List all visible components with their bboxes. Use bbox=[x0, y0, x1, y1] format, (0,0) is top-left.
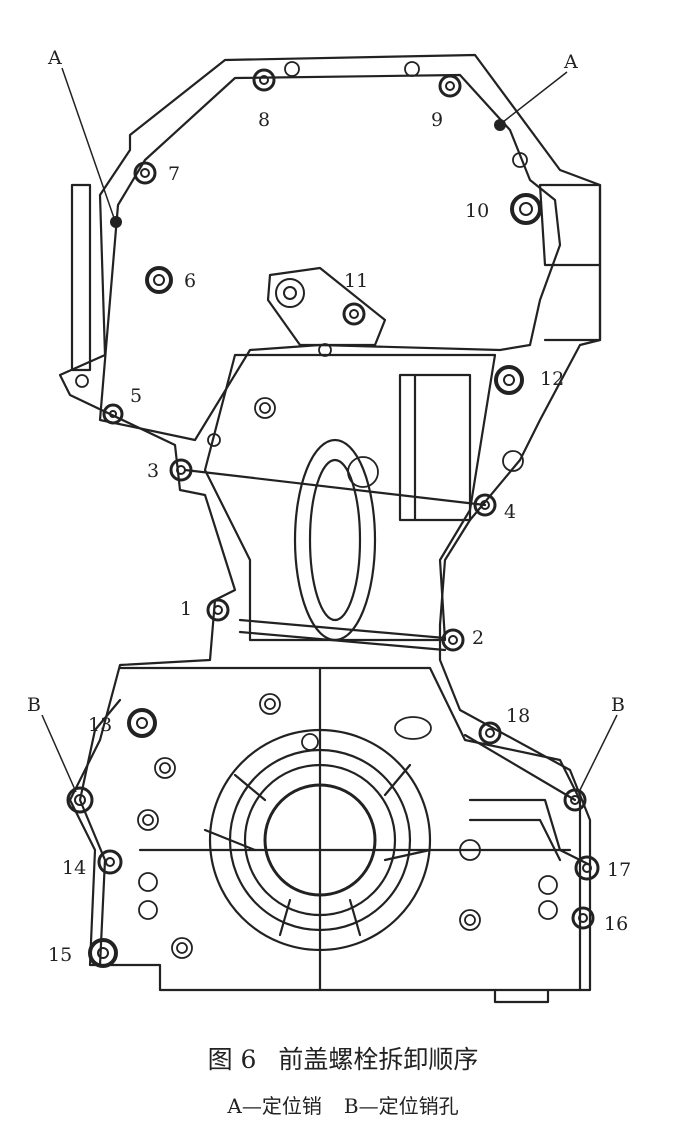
bolt-14 bbox=[97, 849, 123, 875]
bolt-7 bbox=[133, 161, 157, 185]
bolt-label-9: 9 bbox=[431, 109, 443, 131]
leader-b-left bbox=[41, 714, 77, 793]
bolt-label-4: 4 bbox=[504, 501, 516, 523]
legend-b: B—定位销孔 bbox=[343, 1094, 459, 1118]
bolt-6 bbox=[145, 266, 173, 294]
neck-oval-outer bbox=[293, 438, 377, 642]
label-a-left: A bbox=[47, 47, 62, 69]
lower-housing bbox=[118, 666, 582, 992]
lower-flange-left bbox=[78, 698, 122, 967]
bolt-11 bbox=[275, 278, 366, 326]
bolt-label-17: 17 bbox=[607, 859, 631, 881]
bolt-8 bbox=[252, 68, 276, 92]
figure-caption: 图 6 前盖螺栓拆卸顺序 bbox=[0, 1040, 686, 1076]
lower-right-arm bbox=[463, 733, 592, 867]
bolt-label-8: 8 bbox=[258, 109, 270, 131]
bolt-1 bbox=[206, 598, 230, 622]
bolt-label-15: 15 bbox=[48, 944, 72, 966]
bolt-18 bbox=[478, 721, 502, 745]
dowel-hole-b-right bbox=[563, 788, 587, 812]
figure-number: 图 6 bbox=[207, 1045, 257, 1074]
bolt-17 bbox=[574, 855, 600, 881]
leader-a-left bbox=[61, 67, 115, 219]
upper-cover-outline bbox=[58, 53, 602, 992]
bolt-label-14: 14 bbox=[62, 857, 86, 879]
bolt-9 bbox=[438, 74, 462, 98]
bolt-2 bbox=[441, 628, 465, 652]
upper-cover-gasket bbox=[98, 73, 562, 442]
misc-holes bbox=[75, 61, 558, 959]
left-flange bbox=[70, 183, 92, 372]
bolt-4 bbox=[473, 493, 497, 517]
crank-bore-ring-2 bbox=[243, 763, 397, 917]
bolt-3 bbox=[169, 458, 193, 482]
dowel-hole-b-left bbox=[66, 786, 94, 814]
cross-bar-lower bbox=[238, 618, 447, 640]
bolt-label-6: 6 bbox=[184, 270, 196, 292]
bolt-16 bbox=[571, 906, 595, 930]
crank-bore-inner bbox=[263, 783, 377, 897]
bolt-15 bbox=[88, 938, 118, 968]
bolt-12 bbox=[494, 365, 524, 395]
leader-a-right bbox=[502, 71, 568, 123]
bottom-tab bbox=[493, 988, 550, 1004]
dowel-pin-a-left bbox=[110, 216, 122, 228]
bolt-label-1: 1 bbox=[180, 598, 192, 620]
cross-bar-upper bbox=[183, 468, 487, 507]
bolt-label-18: 18 bbox=[506, 705, 530, 727]
bolt-label-3: 3 bbox=[147, 460, 159, 482]
bolt-label-16: 16 bbox=[604, 913, 628, 935]
bolt-label-10: 10 bbox=[465, 200, 489, 222]
bolt-label-13: 13 bbox=[88, 714, 112, 736]
label-b-left: B bbox=[27, 694, 41, 716]
crank-bore-lobes bbox=[203, 763, 432, 937]
right-rib-block bbox=[538, 183, 602, 342]
bolt-label-5: 5 bbox=[130, 385, 142, 407]
bolt-label-12: 12 bbox=[540, 368, 564, 390]
figure-legend: A—定位销 B—定位销孔 bbox=[0, 1090, 686, 1119]
bolt-10 bbox=[510, 193, 542, 225]
front-cover-diagram: A A B B 1 2 3 4 5 6 7 8 9 10 11 12 13 14… bbox=[27, 47, 631, 1004]
bolt-label-2: 2 bbox=[472, 627, 484, 649]
neck-oval-inner bbox=[308, 458, 362, 622]
crank-bore-outer bbox=[208, 728, 432, 952]
central-neck bbox=[203, 353, 497, 642]
bracket-11 bbox=[266, 266, 387, 347]
figure-title: 前盖螺栓拆卸顺序 bbox=[278, 1045, 479, 1074]
bolt-label-7: 7 bbox=[168, 163, 180, 185]
bolt-label-11: 11 bbox=[344, 270, 368, 292]
legend-a: A—定位销 bbox=[227, 1094, 322, 1118]
label-b-right: B bbox=[611, 694, 625, 716]
bolt-13 bbox=[127, 708, 157, 738]
bolt-5 bbox=[102, 403, 124, 425]
cross-bar-lower-2 bbox=[238, 630, 447, 652]
label-a-right: A bbox=[563, 51, 578, 73]
leader-b-right bbox=[578, 714, 618, 793]
